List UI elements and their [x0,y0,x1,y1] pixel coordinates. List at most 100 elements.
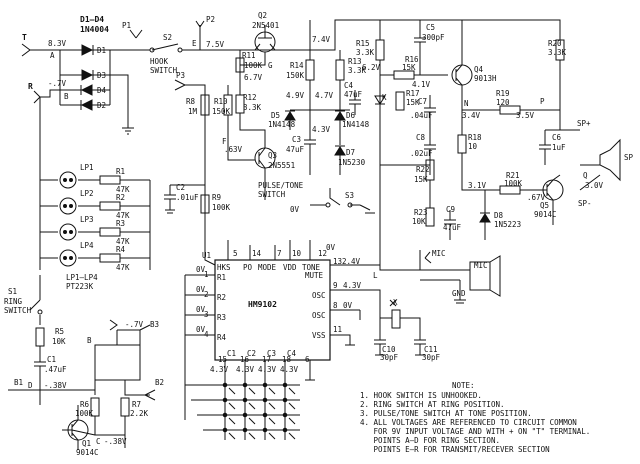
r11-val: 100K [244,61,263,70]
keypad-contact-dot [262,382,268,388]
lamp-resistor [99,253,121,263]
r6-val: 100K [75,409,94,418]
keypad-matrix [185,360,300,440]
r17-val: 15K [406,98,420,107]
c10-ref: C10 [382,345,396,354]
lamp-resistor-ref: R1 [116,167,125,176]
v-neg-7: -.7V [48,79,67,88]
neon-lamp-icon [59,171,77,189]
r13-val: 3.3K [348,66,367,75]
mic-label: MIC [432,249,446,258]
v-4-1: 4.1V [412,80,431,89]
r13-ref: R13 [348,57,362,66]
r10-val: 150K [212,107,231,116]
note-line: FOR 9V INPUT VOLTAGE AND WITH + ON "T" T… [360,427,590,436]
chip-ref: U1 [202,251,211,260]
v-0-r1: 0V [196,265,206,274]
terminal-t: T [22,33,27,42]
lamp-resistor-ref: R4 [116,245,126,254]
c1-val: .47uF [44,365,67,374]
v-8-3: 8.3V [48,39,67,48]
v-3-0: 3.0V [585,181,604,190]
keypad-contact-dot [242,382,248,388]
keypad-switch [228,402,236,410]
q3-part: 2N5551 [268,161,295,170]
mic2-label: MIC [474,261,488,270]
d6-ref: D6 [346,111,356,120]
v-3-1: 3.1V [468,181,487,190]
c2-ref: C2 [176,183,185,192]
lamp-resistor-value: 47K [116,237,130,246]
c7-val: .04uF [410,111,433,120]
pin-r2: R2 [217,293,226,302]
d7-ref: D7 [346,148,355,157]
keypad-switch [248,402,256,410]
v-0-r2: 0V [196,285,206,294]
point-p: P [540,97,545,106]
lamp-label: LP1 [80,163,94,172]
notes-block: NOTE:1. HOOK SWITCH IS UNHOOKED.2. RING … [360,381,590,454]
pin3: 3 [204,310,209,319]
keypad-contact-dot [282,427,288,433]
c8-val: .02uF [410,149,433,158]
c5-val: 300pF [422,33,445,42]
b3-label: B3 [150,320,159,329]
pin16: 16 [240,355,250,364]
pin-hks: HKS [217,263,231,272]
pin-c3: C3 [267,349,276,358]
v-6-2: 6.2V [362,63,381,72]
keypad-switch [228,417,236,425]
v-67: .67V [527,193,546,202]
r17-ref: R17 [406,89,420,98]
q3-ref: Q3 [268,151,277,160]
pin14: 14 [252,249,262,258]
r9-ref: R9 [212,193,221,202]
r15-val: 3.3K [356,48,375,57]
keypad-switch [288,387,296,395]
lamp-resistor [99,227,121,237]
terminal-r: R [28,82,33,91]
pin10: 10 [292,249,302,258]
note-line: POINTS A–D FOR RING SECTION. [360,436,500,445]
keypad-contact-dot [222,397,228,403]
pin-vdd: VDD [283,263,297,272]
r20-val: 3.3K [548,48,567,57]
pin-po: PO [243,263,253,272]
lamp-resistor-value: 47K [116,263,130,272]
pin15: 15 [218,355,227,364]
q5-ref: Q5 [540,201,549,210]
pin17: 17 [262,355,271,364]
c11-ref: C11 [424,345,438,354]
lamp-resistor-value: 47K [116,211,130,220]
note-line: 1. HOOK SWITCH IS UNHOOKED. [360,391,482,400]
keypad-switch [268,432,276,440]
q2-transistor [254,31,276,53]
chip-u1 [214,259,331,361]
d4-label: D4 [97,86,107,95]
bridge-rectifier [21,43,150,135]
r8-ref: R8 [186,97,196,106]
lamp-electrode [69,178,73,182]
r18-val: 10 [468,142,478,151]
point-b: B [64,92,69,101]
q4-part: 9013H [474,74,497,83]
point-n: N [464,99,469,108]
d2-label: D2 [97,101,106,110]
keypad-contact-dot [222,412,228,418]
keypad-switch [228,432,236,440]
pin-r1: R1 [217,273,226,282]
v-4-7: 4.7V [315,91,334,100]
point-e: E [192,39,197,48]
s1-ref: S1 [8,287,17,296]
r15-ref: R15 [356,39,370,48]
lamp-resistor-value: 47K [116,185,130,194]
lamp-electrode [63,204,67,208]
pin4: 4 [204,330,209,339]
s3-ref: S3 [345,191,354,200]
pin2: 2 [204,290,209,299]
v-0-pin12: 0V [326,243,336,252]
